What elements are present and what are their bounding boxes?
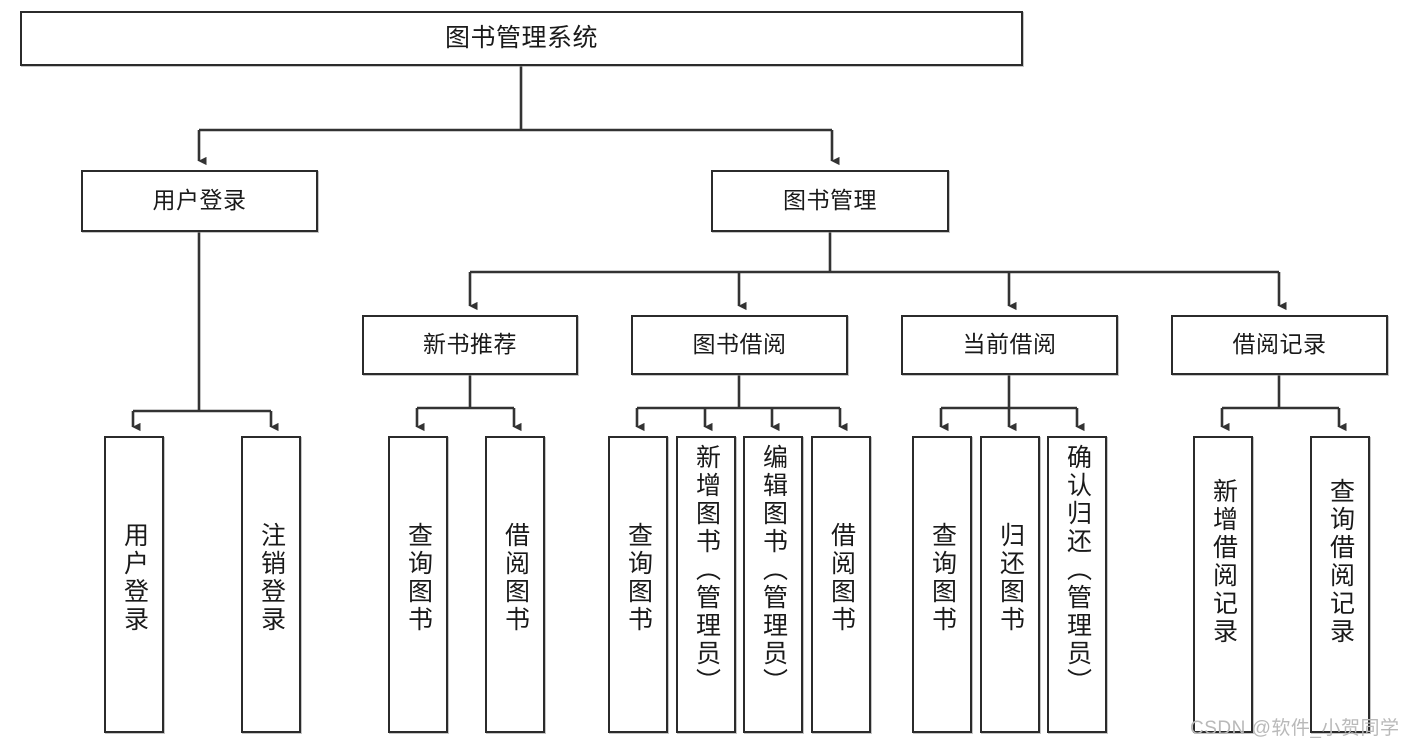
node-label: 查询图书 — [404, 522, 433, 634]
node-label: 查询图书 — [928, 522, 957, 634]
leaf-add-book-admin[interactable]: 新增图书（管理员） — [676, 436, 736, 733]
node-user-login[interactable]: 用户登录 — [81, 170, 318, 232]
watermark: CSDN @软件_小贺同学 — [1190, 718, 1400, 739]
node-root[interactable]: 图书管理系统 — [20, 11, 1023, 66]
node-label: 图书借阅 — [692, 331, 787, 358]
leaf-confirm-return-admin[interactable]: 确认归还（管理员） — [1047, 436, 1107, 733]
leaf-query-book-recommend[interactable]: 查询图书 — [388, 436, 448, 733]
leaf-query-borrow-record[interactable]: 查询借阅记录 — [1310, 436, 1370, 733]
node-book-borrow[interactable]: 图书借阅 — [631, 315, 848, 375]
node-label: 借阅图书 — [501, 522, 530, 634]
node-label: 用户登录 — [152, 187, 247, 214]
node-label: 当前借阅 — [962, 331, 1057, 358]
leaf-borrow-book[interactable]: 借阅图书 — [811, 436, 871, 733]
node-label: 新书推荐 — [423, 331, 517, 358]
node-label: 借阅图书 — [827, 522, 856, 634]
node-label: 注销登录 — [257, 522, 286, 634]
leaf-add-borrow-record[interactable]: 新增借阅记录 — [1193, 436, 1253, 733]
node-borrow-record[interactable]: 借阅记录 — [1171, 315, 1388, 375]
node-label: 图书管理系统 — [444, 23, 598, 52]
leaf-query-book-borrow[interactable]: 查询图书 — [608, 436, 668, 733]
node-label: 查询图书 — [624, 522, 653, 634]
node-current-borrow[interactable]: 当前借阅 — [901, 315, 1118, 375]
leaf-user-login[interactable]: 用户登录 — [104, 436, 164, 733]
node-label: 归还图书 — [996, 522, 1025, 634]
leaf-edit-book-admin[interactable]: 编辑图书（管理员） — [743, 436, 803, 733]
node-label: 编辑图书（管理员） — [759, 444, 788, 696]
node-label: 图书管理 — [783, 187, 877, 214]
node-book-management[interactable]: 图书管理 — [711, 170, 949, 232]
node-label: 用户登录 — [120, 522, 149, 634]
node-new-book-recommend[interactable]: 新书推荐 — [362, 315, 578, 375]
node-label: 查询借阅记录 — [1326, 478, 1355, 646]
leaf-query-book-current[interactable]: 查询图书 — [912, 436, 972, 733]
node-label: 确认归还（管理员） — [1063, 444, 1092, 696]
leaf-borrow-book-recommend[interactable]: 借阅图书 — [485, 436, 545, 733]
node-label: 借阅记录 — [1232, 331, 1327, 358]
leaf-return-book[interactable]: 归还图书 — [980, 436, 1040, 733]
leaf-logout[interactable]: 注销登录 — [241, 436, 301, 733]
node-label: 新增图书（管理员） — [692, 444, 721, 696]
node-label: 新增借阅记录 — [1209, 478, 1238, 646]
